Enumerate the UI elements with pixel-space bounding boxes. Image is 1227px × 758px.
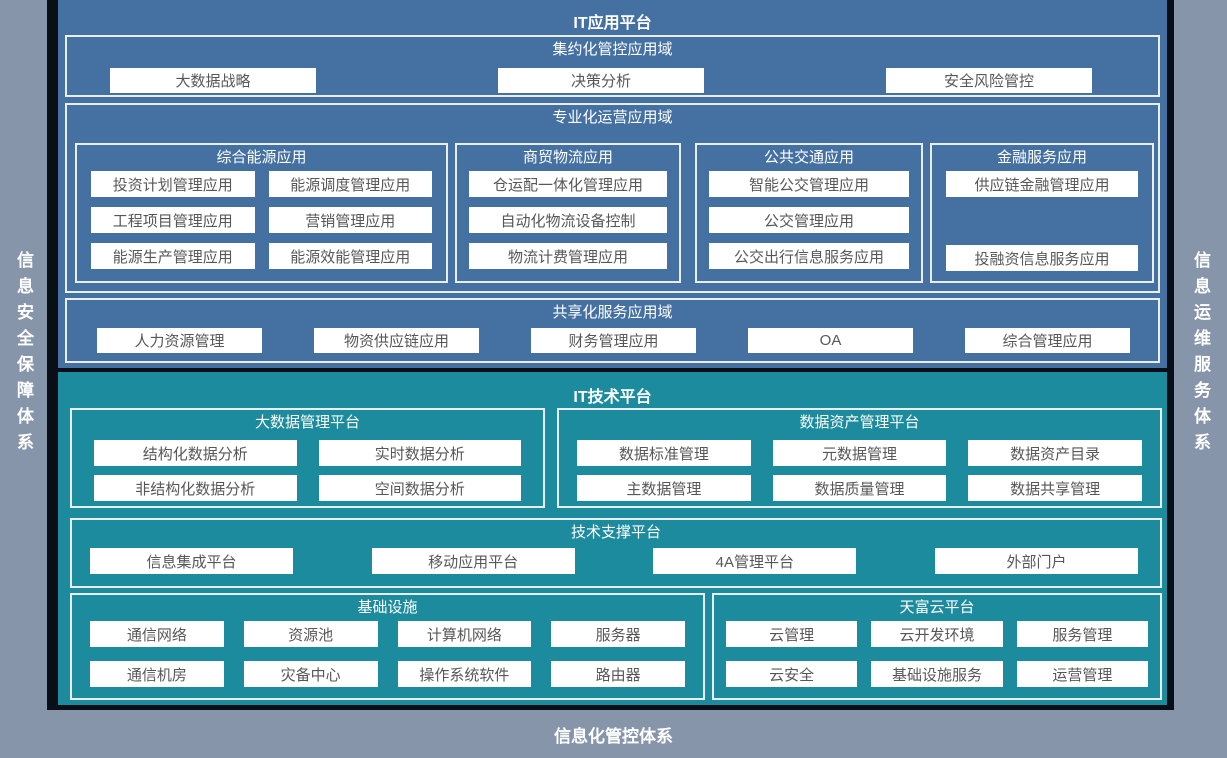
platform-divider-strip xyxy=(58,368,1167,372)
governance-system-rail-label: 信息化管控体系 xyxy=(554,726,673,746)
item-chip: 操作系统软件 xyxy=(397,661,532,687)
item-chip: 信息集成平台 xyxy=(90,548,293,574)
trade-logistics-group-title: 商贸物流应用 xyxy=(522,149,613,166)
technical-support-platform-box: 技术支撑平台 信息集成平台 移动应用平台 4A管理平台 外部门户 xyxy=(70,518,1162,588)
shared-service-domain-box: 共享化服务应用域 人力资源管理 物资供应链应用 财务管理应用 OA 综合管理应用 xyxy=(65,298,1160,363)
item-chip: 主数据管理 xyxy=(577,475,751,501)
bigdata-management-platform-box: 大数据管理平台 结构化数据分析实时数据分析非结构化数据分析空间数据分析 xyxy=(70,408,545,508)
public-transport-group-box: 公共交通应用 智能公交管理应用公交管理应用公交出行信息服务应用 xyxy=(695,143,923,283)
tianfu-cloud-platform-items: 云管理云开发环境服务管理云安全基础设施服务运营管理 xyxy=(714,618,1160,687)
infrastructure-box: 基础设施 通信网络资源池计算机网络服务器通信机房灾备中心操作系统软件路由器 xyxy=(70,593,705,700)
data-asset-management-platform-items: 数据标准管理元数据管理数据资产目录主数据管理数据质量管理数据共享管理 xyxy=(559,433,1160,501)
technical-support-platform-items: 信息集成平台 移动应用平台 4A管理平台 外部门户 xyxy=(72,543,1160,574)
specialized-operation-domain-box: 专业化运营应用域 综合能源应用 投资计划管理应用能源调度管理应用工程项目管理应用… xyxy=(65,103,1160,293)
item-chip: 通信机房 xyxy=(90,661,224,687)
item-chip: 公交管理应用 xyxy=(709,207,909,233)
item-chip: 营销管理应用 xyxy=(268,207,432,233)
energy-application-group-items: 投资计划管理应用能源调度管理应用工程项目管理应用营销管理应用能源生产管理应用能源… xyxy=(77,168,446,269)
tech-platform-title: IT技术平台 xyxy=(573,389,652,406)
public-transport-group-title: 公共交通应用 xyxy=(763,149,854,166)
item-chip: 结构化数据分析 xyxy=(94,440,297,466)
item-chip: 计算机网络 xyxy=(397,621,532,647)
security-system-rail-label: 信息安全保障体系 xyxy=(14,251,33,459)
specialized-operation-domain-title: 专业化运营应用域 xyxy=(552,109,673,126)
item-chip: 能源调度管理应用 xyxy=(268,171,432,197)
infrastructure-title: 基础设施 xyxy=(357,599,418,616)
item-chip: 基础设施服务 xyxy=(871,661,1003,687)
item-chip: 数据标准管理 xyxy=(577,440,751,466)
centralized-control-domain-title: 集约化管控应用域 xyxy=(552,41,673,58)
item-chip: 服务管理 xyxy=(1016,621,1148,647)
energy-application-group-title: 综合能源应用 xyxy=(216,149,307,166)
governance-system-rail: 信息化管控体系 xyxy=(0,710,1227,758)
item-chip: 财务管理应用 xyxy=(531,328,696,353)
item-chip: 实时数据分析 xyxy=(318,440,521,466)
shared-service-domain-title: 共享化服务应用域 xyxy=(552,304,673,321)
item-chip: 公交出行信息服务应用 xyxy=(709,243,909,269)
item-chip: 非结构化数据分析 xyxy=(94,475,297,501)
item-chip: 资源池 xyxy=(243,621,378,647)
tianfu-cloud-platform-box: 天富云平台 云管理云开发环境服务管理云安全基础设施服务运营管理 xyxy=(712,593,1162,700)
item-chip: 4A管理平台 xyxy=(653,548,857,574)
item-chip: 数据质量管理 xyxy=(772,475,947,501)
it-application-platform-panel: IT应用平台 集约化管控应用域 大数据战略 决策分析 安全风险管控 专业化运营应用域… xyxy=(58,0,1167,368)
centralized-control-domain-box: 集约化管控应用域 大数据战略 决策分析 安全风险管控 xyxy=(65,35,1160,97)
centralized-control-domain-items: 大数据战略 决策分析 安全风险管控 xyxy=(67,60,1158,93)
item-chip: 人力资源管理 xyxy=(97,328,262,353)
data-asset-management-platform-box: 数据资产管理平台 数据标准管理元数据管理数据资产目录主数据管理数据质量管理数据共… xyxy=(557,408,1162,508)
item-chip: 仓运配一体化管理应用 xyxy=(469,171,667,197)
item-chip: 物流计费管理应用 xyxy=(469,243,667,269)
item-chip: 安全风险管控 xyxy=(886,68,1092,93)
data-asset-management-platform-title: 数据资产管理平台 xyxy=(799,414,920,431)
item-chip: 灾备中心 xyxy=(243,661,378,687)
bigdata-management-platform-title: 大数据管理平台 xyxy=(254,414,360,431)
item-chip: 空间数据分析 xyxy=(318,475,521,501)
item-chip: 自动化物流设备控制 xyxy=(469,207,667,233)
infrastructure-items: 通信网络资源池计算机网络服务器通信机房灾备中心操作系统软件路由器 xyxy=(72,618,703,687)
financial-service-group-title: 金融服务应用 xyxy=(996,149,1087,166)
item-chip: 物资供应链应用 xyxy=(314,328,479,353)
item-chip: OA xyxy=(748,328,913,353)
app-platform-title: IT应用平台 xyxy=(573,15,652,32)
trade-logistics-group-items: 仓运配一体化管理应用自动化物流设备控制物流计费管理应用 xyxy=(457,168,679,269)
public-transport-group-items: 智能公交管理应用公交管理应用公交出行信息服务应用 xyxy=(697,168,921,269)
item-chip: 运营管理 xyxy=(1016,661,1148,687)
operations-service-rail-label: 信息运维服务体系 xyxy=(1191,251,1210,459)
item-chip: 云开发环境 xyxy=(871,621,1003,647)
item-chip: 能源效能管理应用 xyxy=(268,243,432,269)
financial-service-group-items: 供应链金融管理应用投融资信息服务应用 xyxy=(932,168,1152,281)
technical-support-platform-title: 技术支撑平台 xyxy=(570,524,661,541)
item-chip: 移动应用平台 xyxy=(371,548,575,574)
item-chip: 数据共享管理 xyxy=(968,475,1142,501)
item-chip: 元数据管理 xyxy=(772,440,947,466)
item-chip: 投资计划管理应用 xyxy=(91,171,255,197)
item-chip: 综合管理应用 xyxy=(965,328,1130,353)
item-chip: 智能公交管理应用 xyxy=(709,171,909,197)
item-chip: 路由器 xyxy=(551,661,685,687)
item-chip: 外部门户 xyxy=(934,548,1138,574)
item-chip: 云管理 xyxy=(726,621,858,647)
item-chip: 大数据战略 xyxy=(110,68,316,93)
energy-application-group-box: 综合能源应用 投资计划管理应用能源调度管理应用工程项目管理应用营销管理应用能源生… xyxy=(75,143,448,283)
item-chip: 数据资产目录 xyxy=(968,440,1142,466)
item-chip: 服务器 xyxy=(551,621,685,647)
bottom-divider-strip xyxy=(47,705,1174,710)
shared-service-domain-items: 人力资源管理 物资供应链应用 财务管理应用 OA 综合管理应用 xyxy=(67,323,1158,353)
it-technology-platform-panel: IT技术平台 大数据管理平台 结构化数据分析实时数据分析非结构化数据分析空间数据… xyxy=(58,372,1167,705)
item-chip: 能源生产管理应用 xyxy=(91,243,255,269)
financial-service-group-box: 金融服务应用 供应链金融管理应用投融资信息服务应用 xyxy=(930,143,1154,283)
item-chip: 工程项目管理应用 xyxy=(91,207,255,233)
operations-service-rail: 信息运维服务体系 xyxy=(1174,0,1227,710)
item-chip: 云安全 xyxy=(726,661,858,687)
left-divider-strip xyxy=(47,0,58,710)
item-chip: 供应链金融管理应用 xyxy=(946,171,1138,197)
item-chip: 投融资信息服务应用 xyxy=(946,245,1138,271)
right-divider-strip xyxy=(1167,0,1174,710)
item-chip: 决策分析 xyxy=(498,68,704,93)
item-chip: 通信网络 xyxy=(90,621,224,647)
bigdata-management-platform-items: 结构化数据分析实时数据分析非结构化数据分析空间数据分析 xyxy=(72,433,543,501)
security-system-rail: 信息安全保障体系 xyxy=(0,0,47,710)
tianfu-cloud-platform-title: 天富云平台 xyxy=(899,599,975,616)
trade-logistics-group-box: 商贸物流应用 仓运配一体化管理应用自动化物流设备控制物流计费管理应用 xyxy=(455,143,681,283)
